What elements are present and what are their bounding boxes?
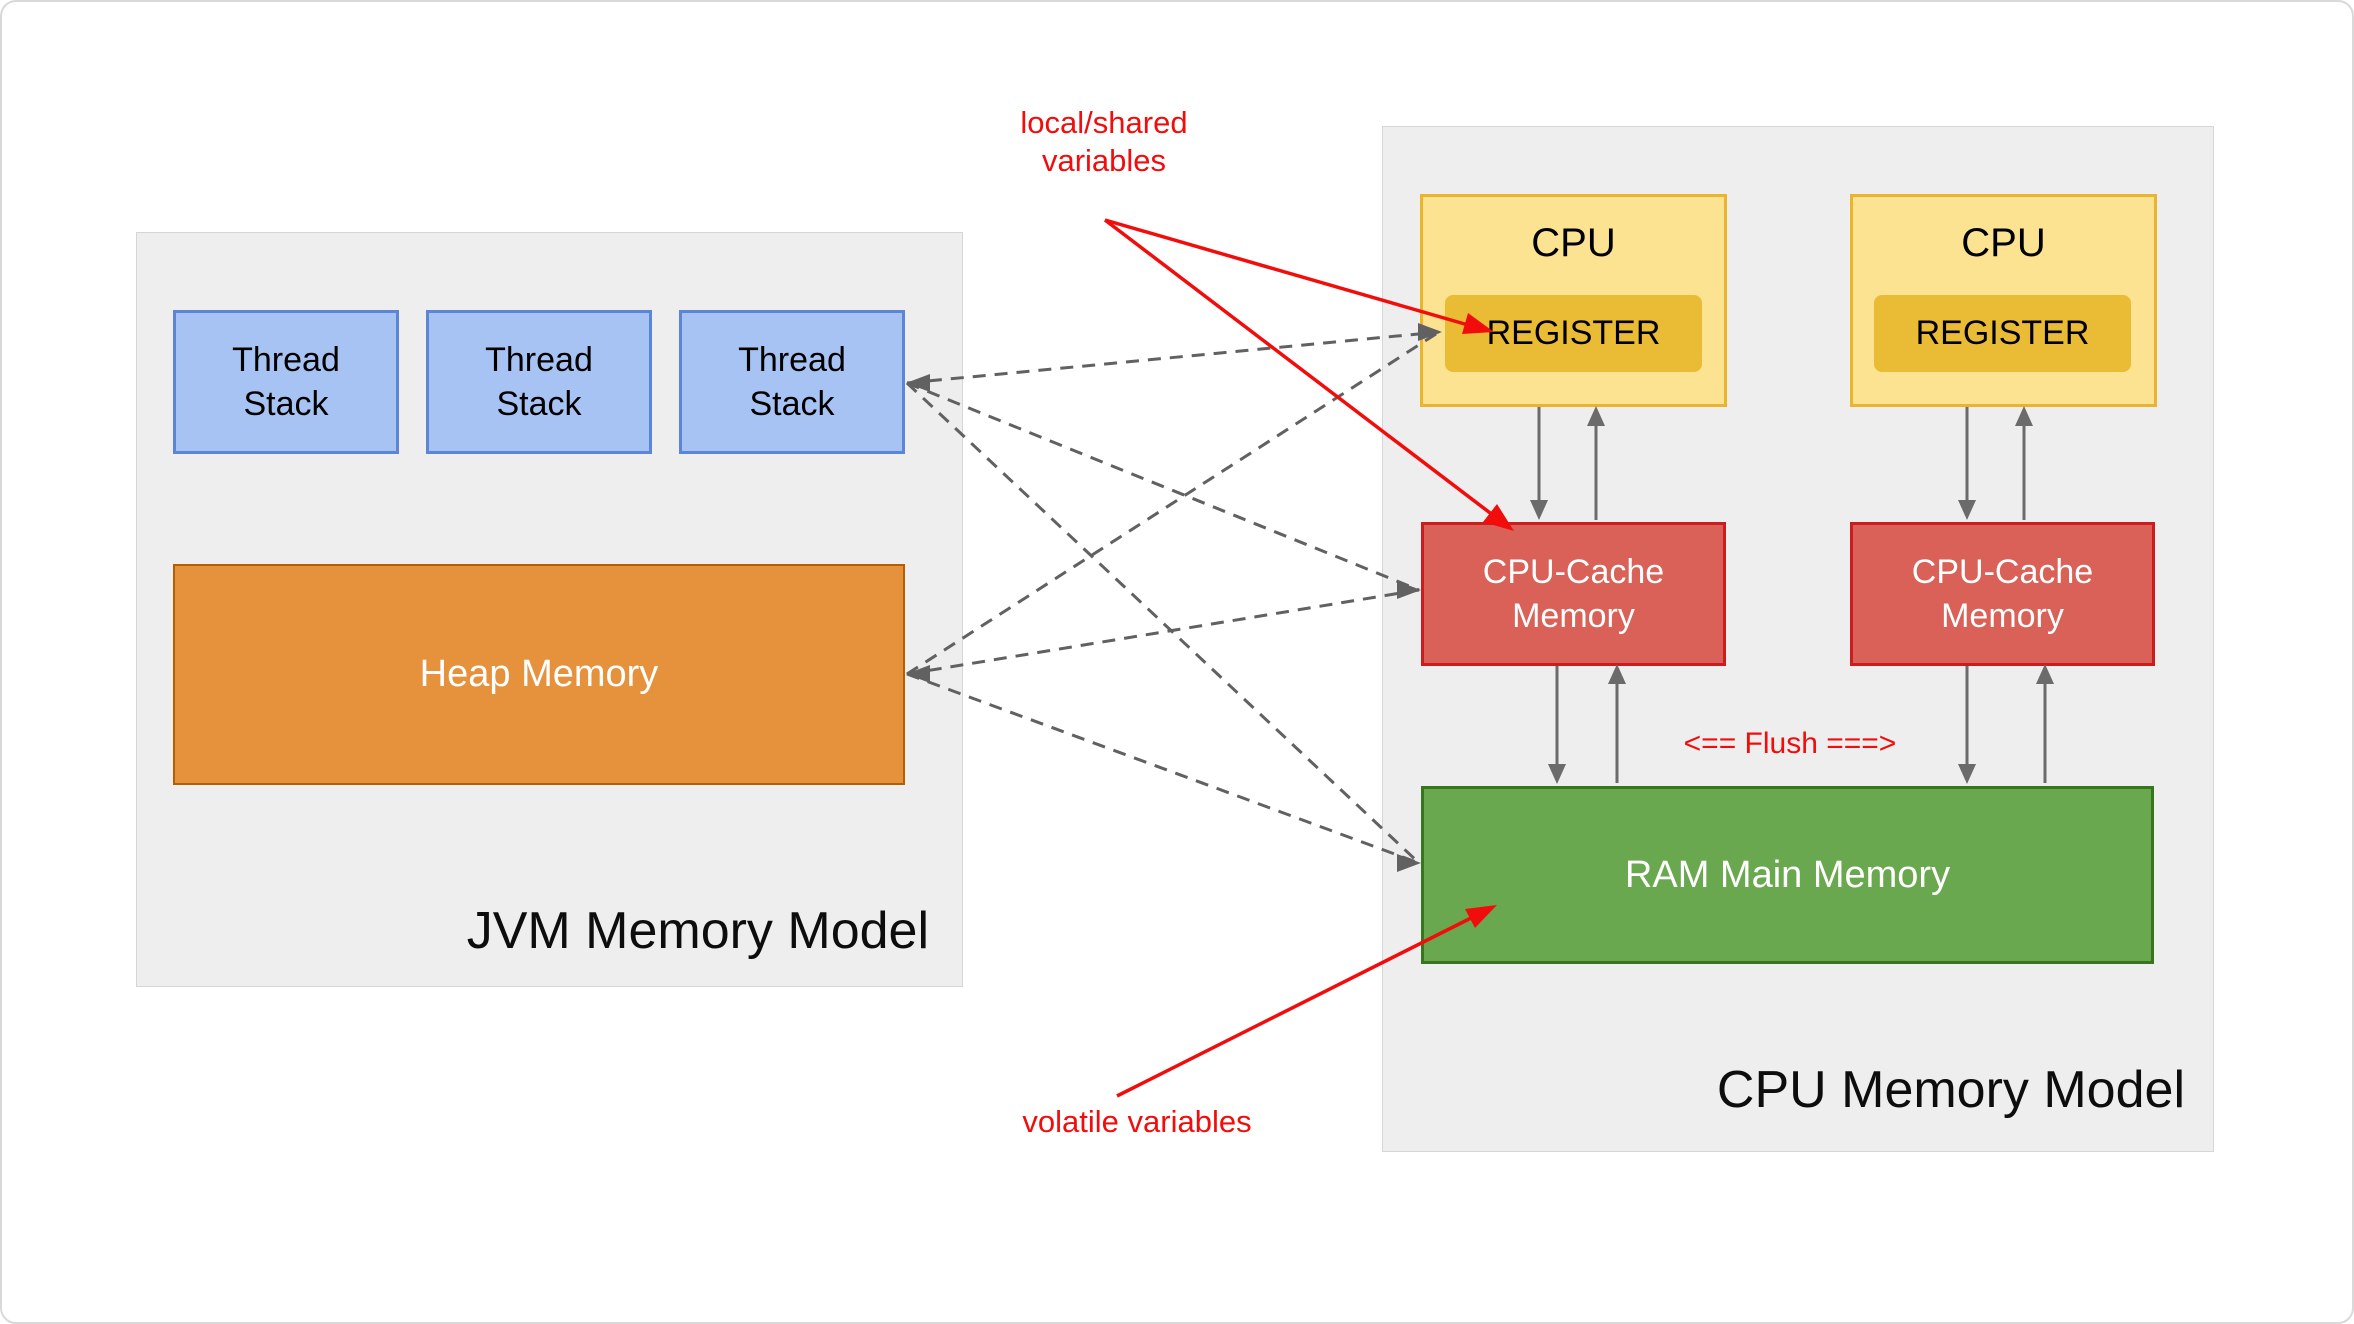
register-label: REGISTER bbox=[1486, 314, 1661, 352]
volatile-variables-note: volatile variables bbox=[1022, 1104, 1252, 1139]
dashed-line-heap-cache bbox=[906, 588, 1420, 676]
register-box-1: REGISTER bbox=[1445, 295, 1702, 372]
cpu-cache-label: CPU-Cache Memory bbox=[1911, 553, 2094, 635]
heap-memory-label: Heap Memory bbox=[419, 653, 659, 695]
cpu-title: CPU bbox=[1531, 221, 1616, 265]
dashed-line-threadstack-register bbox=[906, 330, 1440, 385]
ram-main-memory-label: RAM Main Memory bbox=[1624, 853, 1951, 896]
register-box-2: REGISTER bbox=[1874, 295, 2131, 372]
local-shared-variables-note: local/shared variables bbox=[1020, 105, 1188, 178]
thread-stack-label: Thread Stack bbox=[485, 341, 593, 423]
cpu-cache-label: CPU-Cache Memory bbox=[1482, 553, 1665, 635]
dashed-connection-lines bbox=[905, 330, 1440, 865]
thread-stack-label: Thread Stack bbox=[232, 341, 340, 423]
cpu-box-1: CPU REGISTER bbox=[1420, 194, 1727, 407]
thread-stack-box-1: Thread Stack bbox=[173, 310, 399, 454]
cpu-cache-box-1: CPU-Cache Memory bbox=[1421, 522, 1726, 666]
dashed-arrowheads bbox=[906, 323, 1442, 872]
cpu-box-2: CPU REGISTER bbox=[1850, 194, 2157, 407]
cpu-title: CPU bbox=[1961, 221, 2046, 265]
dashed-line-threadstack-cache bbox=[906, 381, 1420, 592]
heap-memory-box: Heap Memory bbox=[173, 564, 905, 785]
thread-stack-label: Thread Stack bbox=[738, 341, 846, 423]
thread-stack-box-2: Thread Stack bbox=[426, 310, 652, 454]
ram-main-memory-box: RAM Main Memory bbox=[1421, 786, 2154, 964]
cpu-cache-box-2: CPU-Cache Memory bbox=[1850, 522, 2155, 666]
jvm-panel-title: JVM Memory Model bbox=[466, 902, 929, 960]
register-label: REGISTER bbox=[1915, 314, 2090, 352]
cpu-panel-title: CPU Memory Model bbox=[1716, 1061, 2185, 1119]
dashed-line-heap-register bbox=[906, 330, 1440, 676]
dashed-line-heap-ram bbox=[906, 672, 1420, 865]
thread-stack-box-3: Thread Stack bbox=[679, 310, 905, 454]
flush-annotation: <== Flush ===> bbox=[1683, 727, 1897, 760]
dashed-line-threadstack-ram bbox=[905, 381, 1421, 865]
